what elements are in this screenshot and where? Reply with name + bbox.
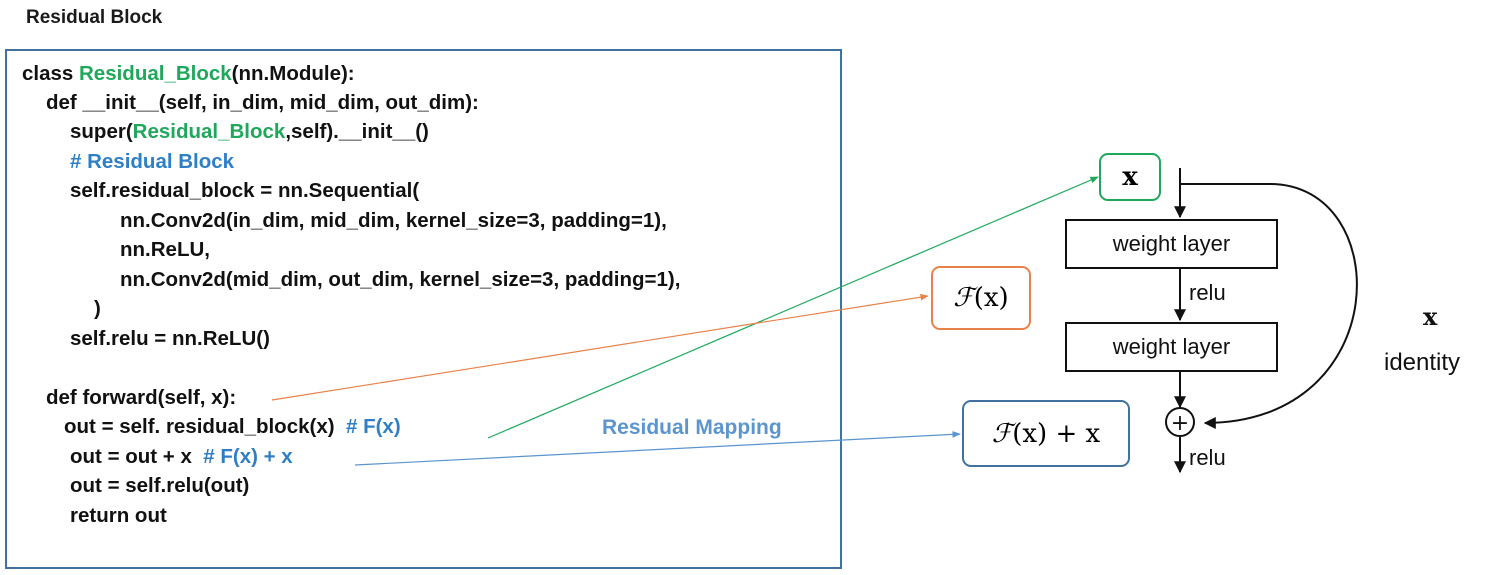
green-arrow — [487, 176, 1099, 439]
identity-x-label: x — [1423, 302, 1438, 331]
x-symbol: x — [1122, 162, 1138, 192]
blue-arrow — [354, 431, 961, 466]
code-comment-residual-block: # Residual Block — [70, 150, 235, 173]
orange-arrow — [271, 293, 929, 401]
figure-title: Residual Block — [26, 7, 163, 28]
script-f-symbol: ℱ — [953, 283, 974, 313]
residual-mapping-label: Residual Mapping — [602, 416, 782, 439]
code-line-relu-out: out = self.relu(out) — [70, 474, 250, 497]
relu-label-2: relu — [1189, 445, 1226, 470]
identity-label: identity — [1384, 349, 1461, 376]
code-line-conv1: nn.Conv2d(in_dim, mid_dim, kernel_size=3… — [120, 209, 667, 232]
code-line-super: super(Residual_Block,self).__init__() — [70, 119, 429, 145]
fx-plus-x-expression: (x) + x — [1012, 418, 1101, 449]
code-line-self-relu: self.relu = nn.ReLU() — [70, 327, 270, 350]
code-line-sequential: self.residual_block = nn.Sequential( — [70, 179, 420, 202]
fx-box: ℱ(x) — [931, 266, 1031, 330]
plus-circle — [1165, 407, 1195, 437]
code-text: super( — [70, 120, 133, 143]
code-line-return: return out — [70, 504, 167, 527]
code-line-residual-call: out = self. residual_block(x) # F(x) — [64, 414, 401, 440]
code-line-add: out = out + x # F(x) + x — [70, 444, 293, 470]
code-text: (nn.Module): — [231, 62, 355, 85]
code-text: out = out + x — [70, 445, 204, 468]
class-name: Residual_Block — [132, 120, 286, 143]
plus-symbol: + — [1171, 411, 1189, 436]
code-line-conv2: nn.Conv2d(mid_dim, out_dim, kernel_size=… — [120, 268, 681, 291]
code-comment: # F(x) — [345, 415, 401, 438]
code-keyword: class — [22, 62, 79, 85]
script-f-symbol: ℱ — [991, 418, 1013, 449]
code-line-init: def __init__(self, in_dim, mid_dim, out_… — [46, 91, 479, 114]
code-line-forward: def forward(self, x): — [46, 386, 237, 409]
code-line-close-paren: ) — [94, 297, 101, 320]
code-line-class: class Residual_Block(nn.Module): — [22, 61, 355, 87]
code-comment: # F(x) + x — [203, 445, 293, 468]
relu-label-1: relu — [1189, 280, 1226, 305]
x-box: x — [1099, 153, 1161, 201]
code-line-relu: nn.ReLU, — [120, 238, 210, 261]
fx-argument: (x) — [973, 283, 1009, 313]
code-text: out = self. residual_block(x) — [64, 415, 346, 438]
class-name: Residual_Block — [79, 62, 232, 85]
code-text: ,self).__init__() — [285, 120, 429, 143]
weight-layer-2: weight layer — [1065, 322, 1278, 372]
weight-layer-1: weight layer — [1065, 219, 1278, 269]
code-panel — [5, 49, 842, 569]
fx-plus-x-box: ℱ(x) + x — [962, 400, 1130, 467]
identity-skip-arrow — [1180, 183, 1358, 429]
